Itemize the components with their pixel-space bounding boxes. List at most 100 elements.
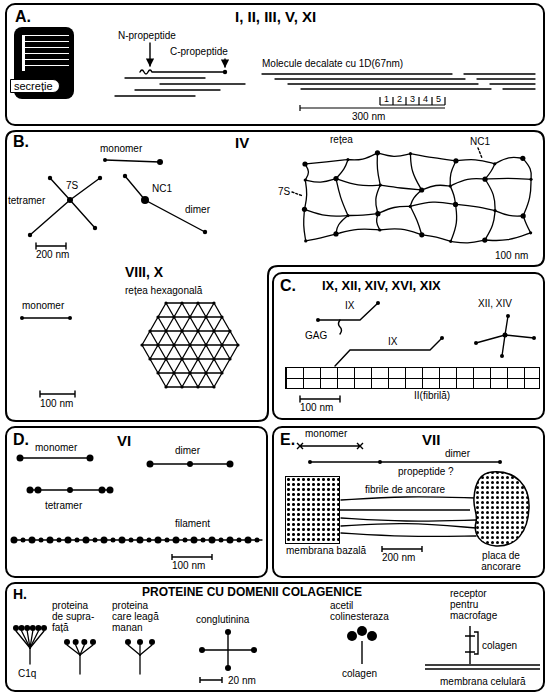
filament-bead: [93, 538, 98, 543]
molecule-ends: [500, 354, 504, 358]
filament-bead: [209, 537, 216, 544]
network-strand: [410, 154, 456, 161]
lattice-strand: [166, 302, 182, 303]
network-strand: [305, 160, 348, 164]
lattice-strand: [150, 345, 158, 359]
network-strand: [495, 157, 523, 163]
annotation-label: acetil colinesteraza: [330, 600, 402, 622]
network-strand: [523, 216, 530, 233]
lattice-strand: [150, 331, 158, 345]
collagenous-proteins: [202, 632, 254, 668]
filament-bead: [183, 538, 188, 543]
procollagen-molecules: [149, 43, 150, 66]
globular-domains: [147, 461, 154, 468]
anchoring-fibril: [341, 518, 476, 521]
panel-letter: H.: [13, 587, 27, 602]
lattice-node: [204, 343, 207, 346]
annotation-label: XII, XIV: [478, 298, 512, 309]
annotation-label: monomer: [35, 442, 77, 453]
globular-head: [90, 639, 96, 645]
annotation-label: N-propeptide: [118, 30, 176, 41]
lattice-node: [236, 343, 239, 346]
lattice-node: [180, 357, 183, 360]
lattice-strand: [198, 303, 206, 317]
annotation-label: 3: [410, 95, 415, 105]
globular-domains: [99, 487, 106, 494]
lattice-node: [188, 371, 191, 374]
scale-bar: [300, 105, 445, 111]
lattice-strand: [174, 359, 182, 373]
lattice-strand: [150, 317, 158, 331]
globular-head: [35, 625, 41, 631]
network-strand: [485, 178, 531, 179]
network-strand: [456, 204, 496, 210]
bouquet-stem: [16, 631, 30, 648]
annotation-label: 20 nm: [228, 675, 256, 686]
network-strand: [380, 185, 421, 190]
lattice-node: [156, 371, 159, 374]
annotation-label: 4: [423, 95, 428, 105]
lattice-node: [196, 301, 199, 304]
lattice-strand: [214, 331, 222, 345]
lattice-node: [140, 343, 143, 346]
procollagen-molecules: [115, 43, 245, 96]
globular-domains: [17, 455, 234, 494]
annotation-label: dimer: [175, 445, 200, 456]
fibril-box: II(fibrilă): [285, 367, 540, 389]
collagenous-proteins: [465, 626, 478, 664]
lattice-node: [180, 329, 183, 332]
globular-domains: [357, 626, 367, 636]
node-heading: placa de ancorare: [468, 550, 534, 572]
network-junction: [302, 161, 307, 166]
globular-head: [30, 625, 36, 631]
network-junction: [379, 184, 382, 187]
collagen-vi-molecules: [20, 458, 230, 560]
network-strand: [450, 161, 456, 186]
filament-bead: [57, 538, 62, 543]
globular-head: [149, 639, 155, 645]
network-strand: [485, 164, 495, 179]
network-strand: [377, 153, 410, 156]
lattice-strand: [166, 317, 174, 331]
network-strand: [485, 211, 495, 240]
bouquet-stalk: [29, 648, 30, 664]
staggered-molecule: [503, 88, 535, 89]
lattice-node: [196, 357, 199, 360]
collagenous-proteins: [200, 626, 540, 683]
lattice-strand: [182, 302, 198, 303]
facit-collagen-molecules: [300, 396, 340, 402]
molecule-ends: [474, 341, 478, 345]
filament-bead: [201, 538, 206, 543]
fibril-bundle: [22, 35, 69, 71]
bouquet-stem: [140, 645, 152, 655]
bouquet-stalk: [139, 655, 140, 674]
annotation-label: membrana celulară: [440, 676, 526, 687]
anchoring-fibril-connector: [340, 509, 470, 510]
lattice-node: [156, 315, 159, 318]
collagenous-proteins: [425, 665, 540, 669]
lattice-node: [180, 385, 183, 388]
globular-head: [125, 639, 131, 645]
lattice-strand: [182, 303, 190, 317]
lattice-strand: [142, 345, 150, 359]
molecule-ends: [98, 176, 102, 180]
basement-membrane: membrana bazală: [285, 476, 340, 544]
staggered-molecule: [275, 78, 465, 79]
network-strand: [378, 206, 410, 213]
node-heading: I, II, III, V, XI: [235, 9, 316, 26]
annotation-label: NC1: [152, 183, 172, 194]
lattice-strand: [230, 331, 238, 345]
procollagen-molecules: [224, 59, 225, 67]
bouquet-stem: [80, 645, 93, 655]
globular-head: [13, 625, 19, 631]
lattice-strand: [230, 345, 238, 359]
lattice-strand: [214, 317, 222, 331]
staggered-molecule: [288, 83, 478, 84]
lattice-node: [212, 385, 215, 388]
annotation-label: IX: [345, 300, 354, 311]
collagenous-proteins: [361, 641, 362, 664]
filament-bead: [227, 537, 234, 544]
filament-bead: [21, 538, 26, 543]
annotation-label: tetramer: [8, 195, 45, 206]
node-heading: VI: [117, 433, 131, 450]
